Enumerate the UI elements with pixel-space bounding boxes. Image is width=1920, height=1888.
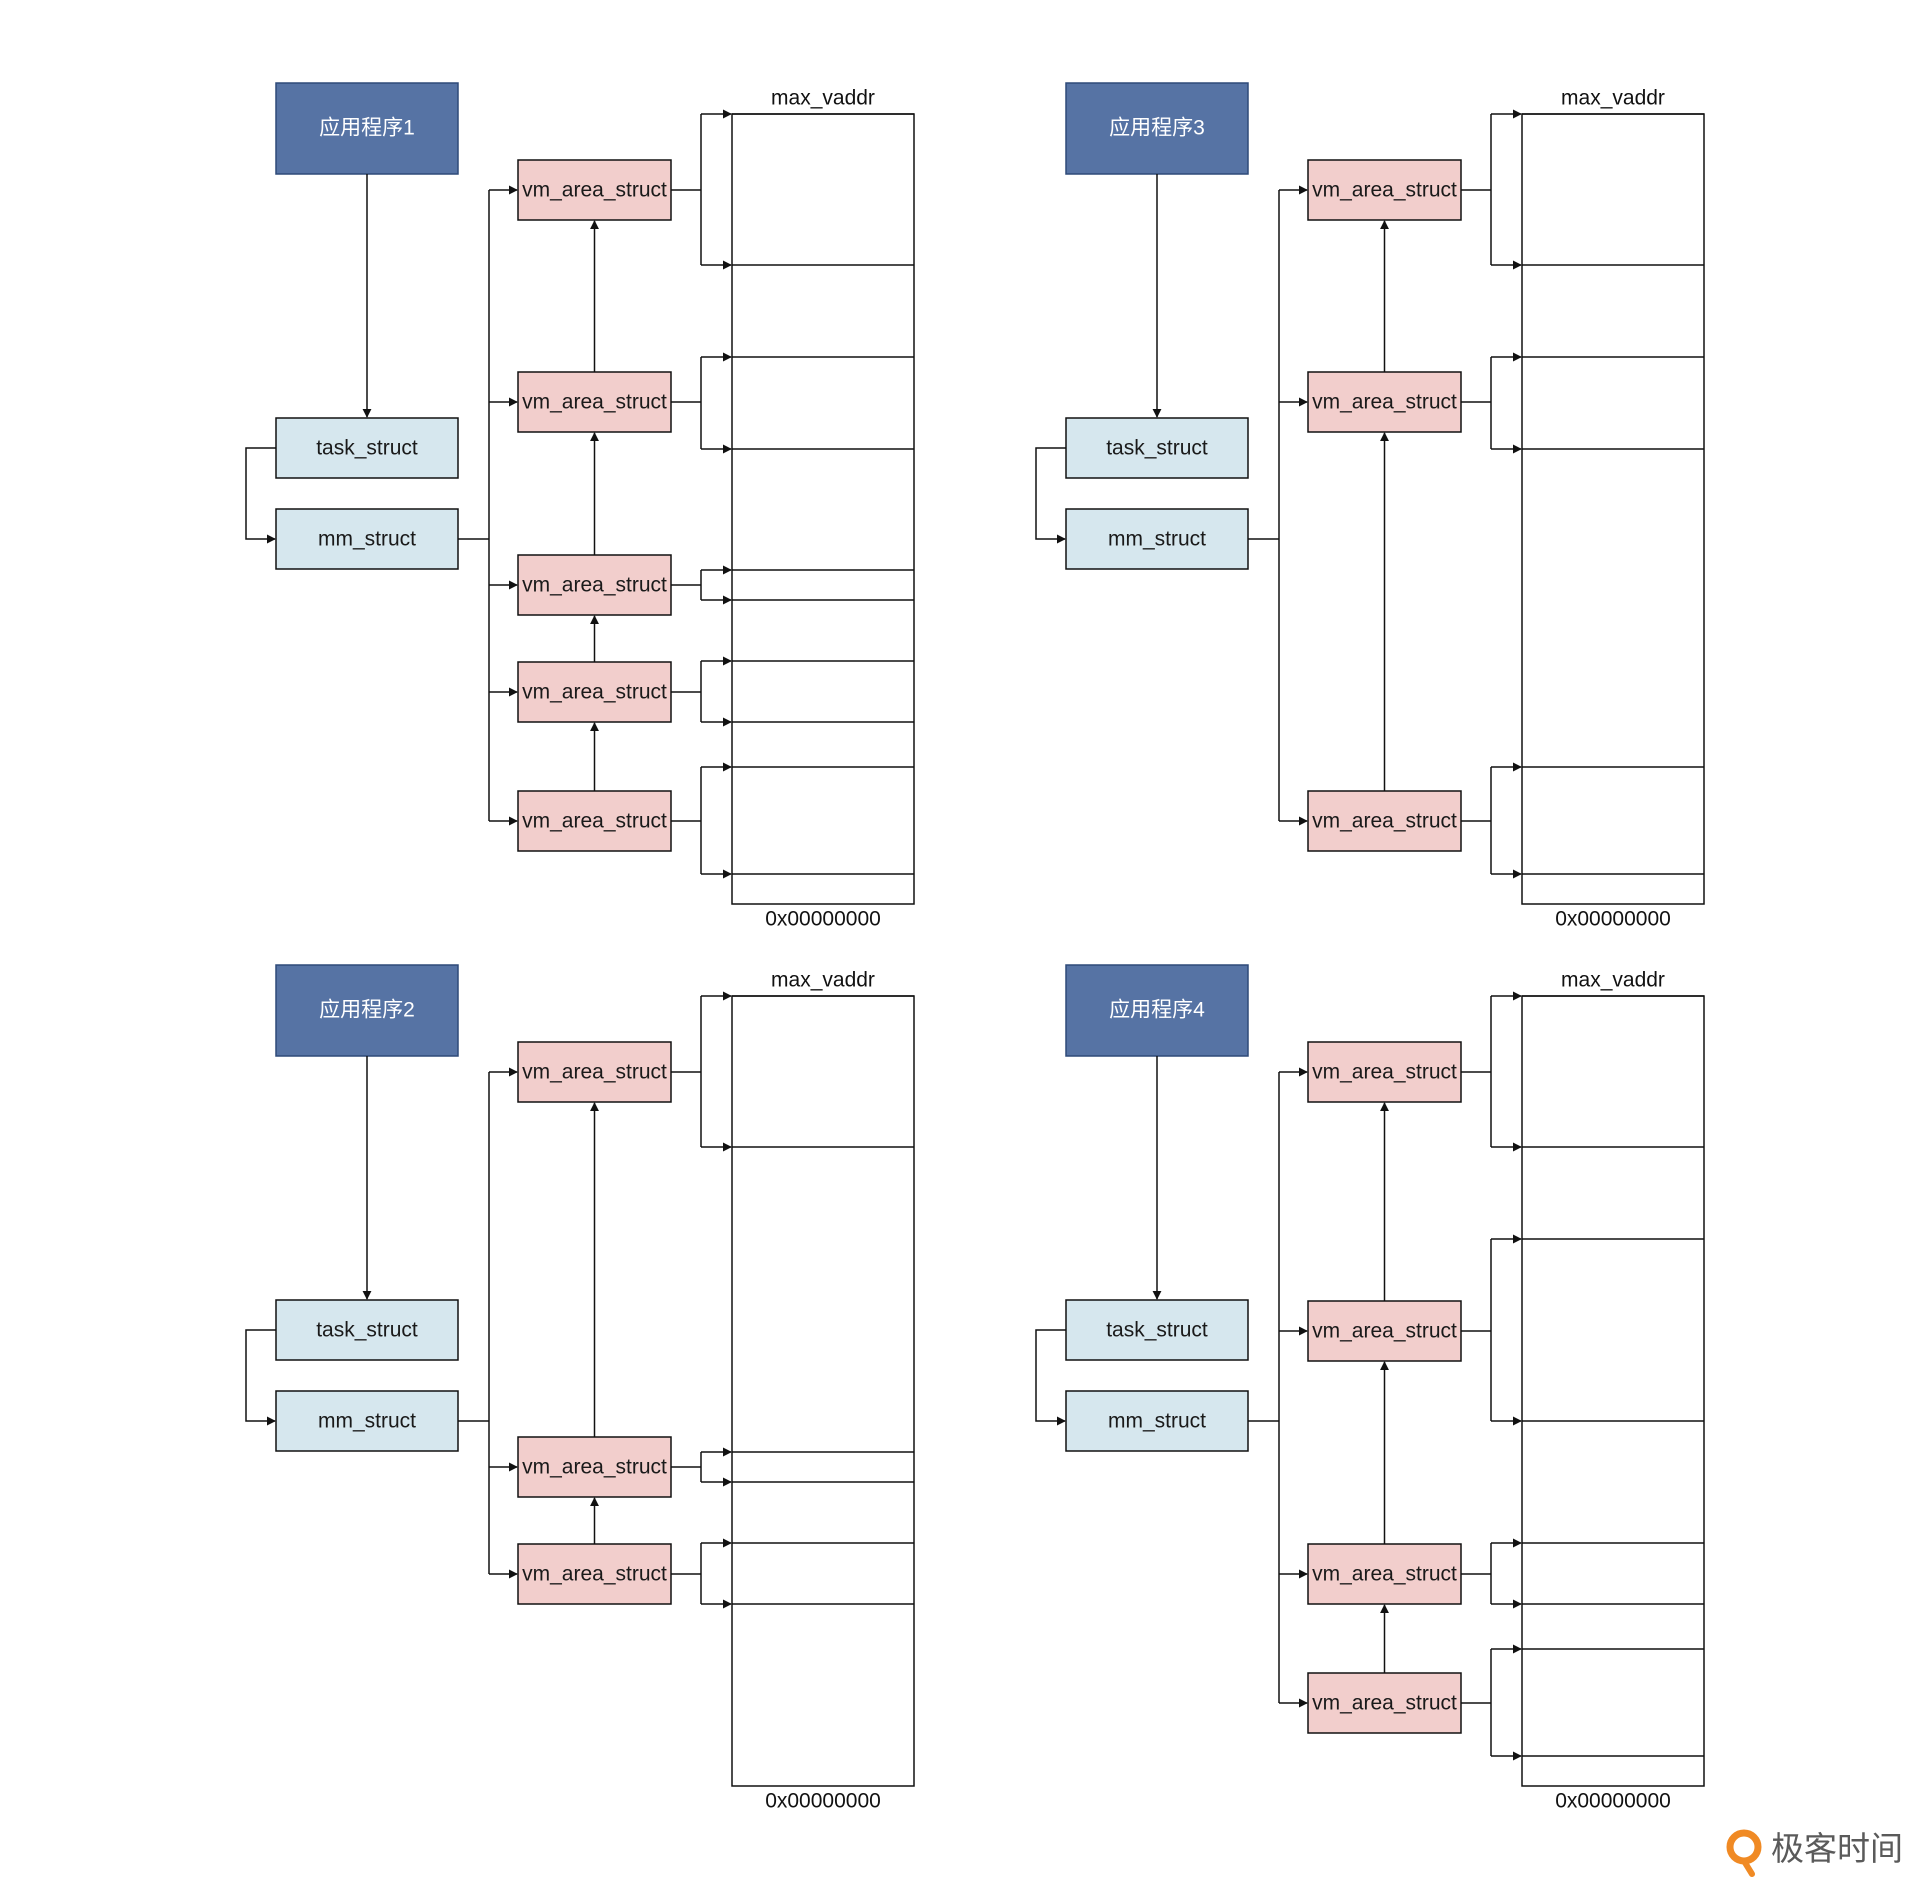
max-vaddr-label: max_vaddr	[1561, 87, 1665, 110]
panel-1: 应用程序1 task_struct mm_struct max_vaddr 0x0000…	[245, 82, 915, 931]
min-address-label: 0x00000000	[765, 908, 881, 931]
mm-struct-box	[1065, 1390, 1249, 1452]
application-box	[1065, 82, 1249, 175]
task-struct-box	[275, 417, 459, 479]
task-struct-box	[275, 1299, 459, 1361]
application-label: 应用程序1	[319, 117, 415, 140]
vm-area-struct-label: vm_area_struct	[522, 1563, 667, 1586]
panel-2: 应用程序3 task_struct mm_struct max_vaddr 0x0000…	[1035, 82, 1705, 931]
task-struct-label: task_struct	[316, 1319, 418, 1342]
vm-area-struct-label: vm_area_struct	[522, 1061, 667, 1084]
vm-area-struct-box	[517, 159, 672, 221]
application-box	[275, 964, 459, 1057]
geektime-logo: 极客时间	[1726, 1829, 1903, 1877]
application-box	[1065, 964, 1249, 1057]
min-address-label: 0x00000000	[1555, 908, 1671, 931]
min-address-label: 0x00000000	[1555, 1790, 1671, 1813]
vm-area-struct-box	[1307, 790, 1462, 852]
task-struct-label: task_struct	[1106, 437, 1208, 460]
memory-column	[1521, 113, 1705, 905]
vm-area-struct-label: vm_area_struct	[1312, 1692, 1457, 1715]
vm-area-struct-label: vm_area_struct	[1312, 810, 1457, 833]
vm-area-struct-label: vm_area_struct	[1312, 1061, 1457, 1084]
task-struct-box	[1065, 417, 1249, 479]
task-struct-box	[1065, 1299, 1249, 1361]
memory-column	[731, 995, 915, 1787]
logo-mark-icon	[1726, 1829, 1762, 1865]
application-label: 应用程序4	[1109, 999, 1205, 1022]
task-to-mm-arrow	[1035, 1329, 1066, 1426]
mm-struct-label: mm_struct	[318, 528, 416, 551]
task-to-mm-arrow	[1035, 447, 1066, 544]
vm-area-struct-box	[1307, 159, 1462, 221]
vm-area-struct-box	[517, 554, 672, 616]
max-vaddr-label: max_vaddr	[771, 969, 875, 992]
task-struct-label: task_struct	[316, 437, 418, 460]
vm-area-struct-label: vm_area_struct	[1312, 391, 1457, 414]
vm-area-struct-label: vm_area_struct	[522, 391, 667, 414]
vm-area-struct-box	[517, 661, 672, 723]
memory-column	[731, 113, 915, 905]
application-box	[275, 82, 459, 175]
logo-mark-tail-icon	[1741, 1858, 1755, 1877]
mm-struct-box	[275, 508, 459, 570]
mm-struct-label: mm_struct	[318, 1410, 416, 1433]
vm-area-struct-box	[1307, 1543, 1462, 1605]
vm-area-struct-label: vm_area_struct	[522, 1456, 667, 1479]
logo-text: 极客时间	[1771, 1829, 1903, 1868]
vm-area-struct-label: vm_area_struct	[522, 179, 667, 202]
min-address-label: 0x00000000	[765, 1790, 881, 1813]
vm-area-struct-label: vm_area_struct	[522, 810, 667, 833]
vm-area-struct-box	[517, 1041, 672, 1103]
vm-area-struct-label: vm_area_struct	[1312, 1320, 1457, 1343]
vm-area-struct-label: vm_area_struct	[1312, 179, 1457, 202]
application-label: 应用程序3	[1109, 117, 1205, 140]
diagram-root: 应用程序1 task_struct mm_struct max_vaddr 0x0000…	[245, 82, 1705, 1813]
application-label: 应用程序2	[319, 999, 415, 1022]
vm-area-struct-box	[517, 371, 672, 433]
mm-struct-box	[275, 1390, 459, 1452]
vm-area-struct-label: vm_area_struct	[1312, 1563, 1457, 1586]
max-vaddr-label: max_vaddr	[771, 87, 875, 110]
vm-area-struct-box	[517, 1543, 672, 1605]
vm-area-struct-box	[1307, 1672, 1462, 1734]
mm-struct-label: mm_struct	[1108, 528, 1206, 551]
task-to-mm-arrow	[245, 447, 276, 544]
task-struct-label: task_struct	[1106, 1319, 1208, 1342]
memory-column	[1521, 995, 1705, 1787]
vm-area-struct-box	[1307, 1041, 1462, 1103]
vm-area-struct-label: vm_area_struct	[522, 681, 667, 704]
mm-struct-box	[1065, 508, 1249, 570]
panel-4: 应用程序4 task_struct mm_struct max_vaddr 0x0000…	[1035, 964, 1705, 1813]
max-vaddr-label: max_vaddr	[1561, 969, 1665, 992]
task-to-mm-arrow	[245, 1329, 276, 1426]
mm-struct-label: mm_struct	[1108, 1410, 1206, 1433]
panel-3: 应用程序2 task_struct mm_struct max_vaddr 0x0000…	[245, 964, 915, 1813]
vm-area-struct-box	[1307, 1300, 1462, 1362]
vm-area-struct-label: vm_area_struct	[522, 574, 667, 597]
